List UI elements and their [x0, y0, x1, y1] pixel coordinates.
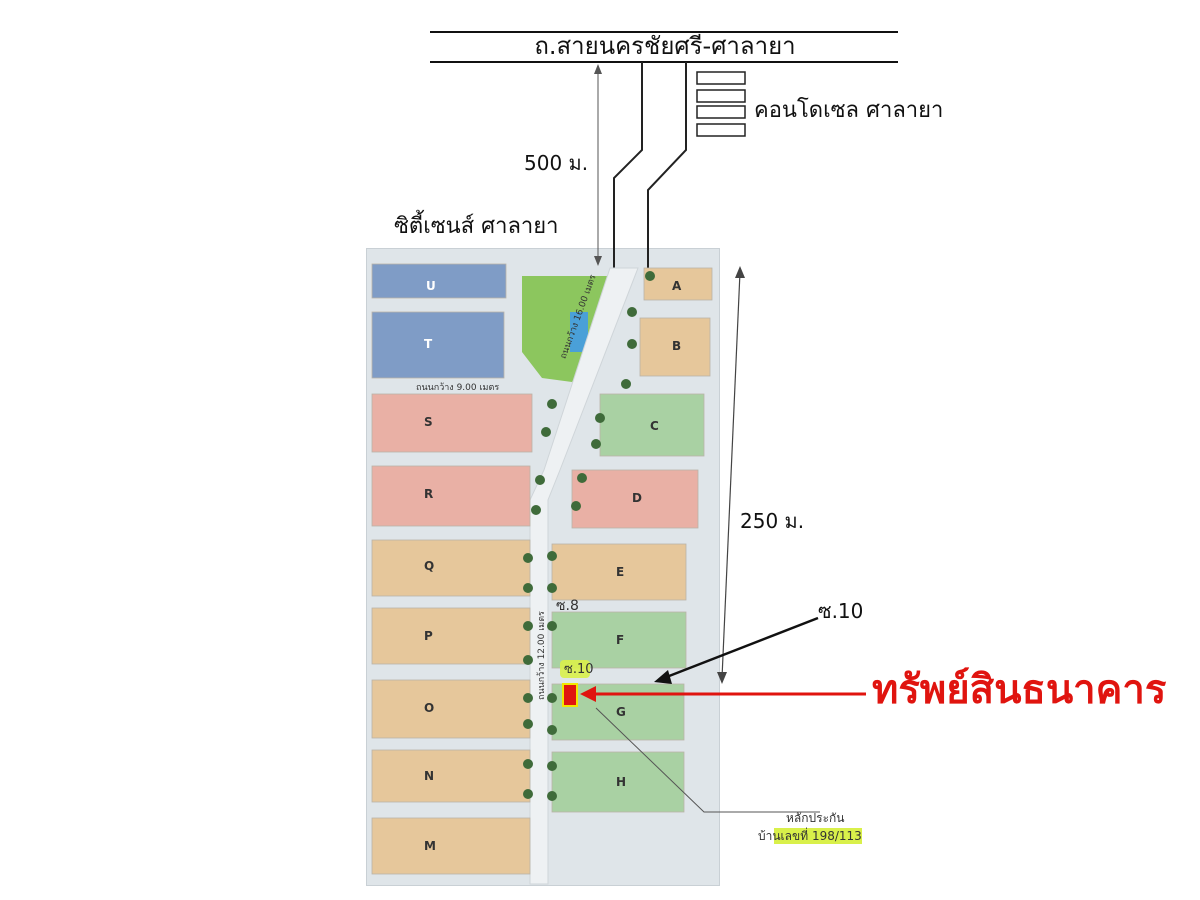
zone-b-block — [639, 317, 711, 377]
zone-e-block — [551, 543, 687, 601]
zone-r-label: R — [424, 487, 434, 501]
zone-e-label: E — [616, 565, 625, 579]
right-blocks — [551, 267, 713, 813]
zone-h-block — [551, 751, 685, 813]
distance-500m-label: 500 ม. — [524, 151, 589, 175]
target-plot-marker — [562, 683, 578, 707]
zone-q-label: Q — [424, 559, 435, 573]
zone-n-block — [371, 749, 531, 803]
zone-d-label: D — [632, 491, 642, 505]
zone-f-label: F — [616, 633, 625, 647]
soi-10-map-label: ซ.10 — [564, 662, 594, 677]
road-name-label: ถ.สายนครชัยศรี-ศาลายา — [534, 32, 796, 60]
access-road-right — [647, 62, 687, 268]
local-road-width-label: ถนนกว้าง 9.00 เมตร — [416, 383, 500, 393]
soi-10-callout-label: ซ.10 — [818, 599, 864, 623]
zone-t-label: T — [424, 337, 433, 351]
zone-g-label: G — [616, 705, 626, 719]
condo-label: คอนโดเซล ศาลายา — [754, 98, 944, 123]
soi-10-callout-arrow — [663, 616, 819, 680]
zone-m-block — [371, 817, 531, 875]
zone-o-block — [371, 679, 531, 739]
zone-u-block — [371, 263, 507, 299]
zone-m-label: M — [424, 839, 436, 853]
soi-10-highlight — [560, 660, 590, 678]
zone-r-block — [371, 465, 531, 527]
zone-o-label: O — [424, 701, 435, 715]
guarantee-title: หลักประกัน — [786, 811, 845, 825]
zone-f-block — [551, 611, 687, 669]
soi-8-label: ซ.8 — [556, 598, 579, 614]
tree-dots — [523, 271, 655, 801]
zone-p-label: P — [424, 629, 433, 643]
access-road-left — [613, 62, 643, 268]
zone-s-label: S — [424, 415, 433, 429]
city-sense-label: ซิตี้เซนส์ ศาลายา — [394, 214, 559, 239]
zone-s-block — [371, 393, 533, 453]
zone-u-label: U — [426, 279, 436, 293]
guarantee-pointer — [595, 707, 820, 813]
secondary-road-width-label: ถนนกว้าง 12.00 เมตร — [537, 611, 547, 700]
zone-a-label: A — [672, 279, 682, 293]
zone-b-label: B — [672, 339, 682, 353]
zone-c-block — [599, 393, 705, 457]
zone-h-label: H — [616, 775, 627, 789]
zone-q-block — [371, 539, 531, 597]
zone-t-block — [371, 311, 505, 379]
guarantee-address: บ้านเลขที่ 198/113 — [758, 828, 862, 844]
left-blocks — [371, 263, 533, 875]
pool-icon — [570, 312, 588, 352]
zone-c-label: C — [650, 419, 659, 433]
distance-250m-arrow — [721, 271, 741, 679]
zone-a-block — [643, 267, 713, 301]
distance-250m-label: 250 ม. — [740, 509, 805, 533]
zone-n-label: N — [424, 769, 435, 783]
zone-p-block — [371, 607, 531, 665]
condo-icon — [696, 71, 746, 137]
bank-asset-label: ทรัพย์สินธนาคาร — [872, 667, 1167, 713]
zone-d-block — [571, 469, 699, 529]
